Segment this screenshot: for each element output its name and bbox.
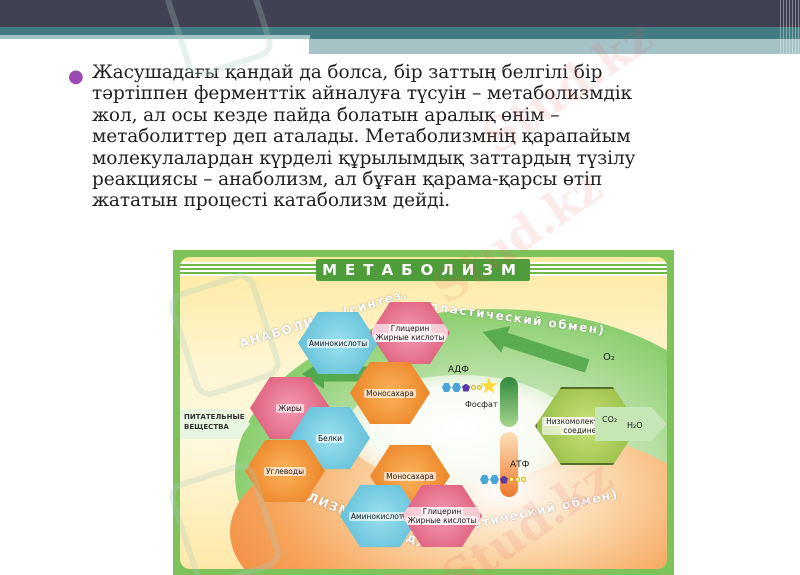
bullet-paragraph: Жасушадағы қандай да болса, бір заттың б… (92, 62, 772, 212)
oxygen-label: O₂ (603, 352, 615, 363)
metabolism-diagram: МЕТАБОЛИЗМ АНАБОЛИЗМ (синтез, пластическ… (173, 250, 674, 575)
diagram-background: МЕТАБОЛИЗМ АНАБОЛИЗМ (синтез, пластическ… (180, 257, 667, 569)
header-light-left-bar (0, 35, 310, 39)
adp-molecule-icon (442, 383, 482, 392)
diagram-title: МЕТАБОЛИЗМ (316, 259, 530, 281)
header-dark-bar (0, 0, 800, 27)
atp-molecule-icon (480, 475, 526, 484)
paragraph-line: Жасушадағы қандай да болса, бір заттың б… (92, 62, 603, 83)
paragraph-line: реакциясы – анаболизм, ал бұған қарама-қ… (92, 169, 603, 191)
bullet-icon: ● (68, 66, 84, 87)
output-arrow-icon (595, 407, 667, 441)
phosphate-label: Фосфат (465, 400, 498, 409)
hex-carbohydrates: Углеводы (245, 440, 325, 502)
paragraph-line: метаболиттер деп аталады. Метаболизмнің … (92, 126, 631, 148)
paragraph-line: жататын процесті катаболизм дейді. (92, 190, 451, 212)
paragraph-line: молекулалардан күрделі құрылымдық заттар… (92, 147, 636, 169)
header-stripes (780, 0, 800, 54)
co2-label: CO₂ (602, 415, 618, 424)
paragraph-line: жол, ал осы кезде пайда болатын аралық ө… (92, 104, 560, 126)
h2o-label: H₂O (627, 421, 643, 430)
hex-monosaccharides-top: Моносахара (350, 362, 430, 424)
adp-label: АДФ (448, 365, 469, 375)
nutrients-label-2: ВЕЩЕСТВА (184, 423, 229, 431)
atp-label: АТФ (510, 460, 530, 470)
nutrients-arrow-icon (180, 409, 250, 439)
header-light-right-bar (309, 39, 800, 54)
adp-cycle-arrow-icon (500, 377, 518, 427)
hex-amino-acids-top: Аминокислоты (298, 312, 378, 374)
nutrients-label-1: ПИТАТЕЛЬНЫЕ (184, 413, 245, 421)
paragraph-line: тәртіппен ферменттік айналуға түсуін – м… (92, 83, 633, 105)
